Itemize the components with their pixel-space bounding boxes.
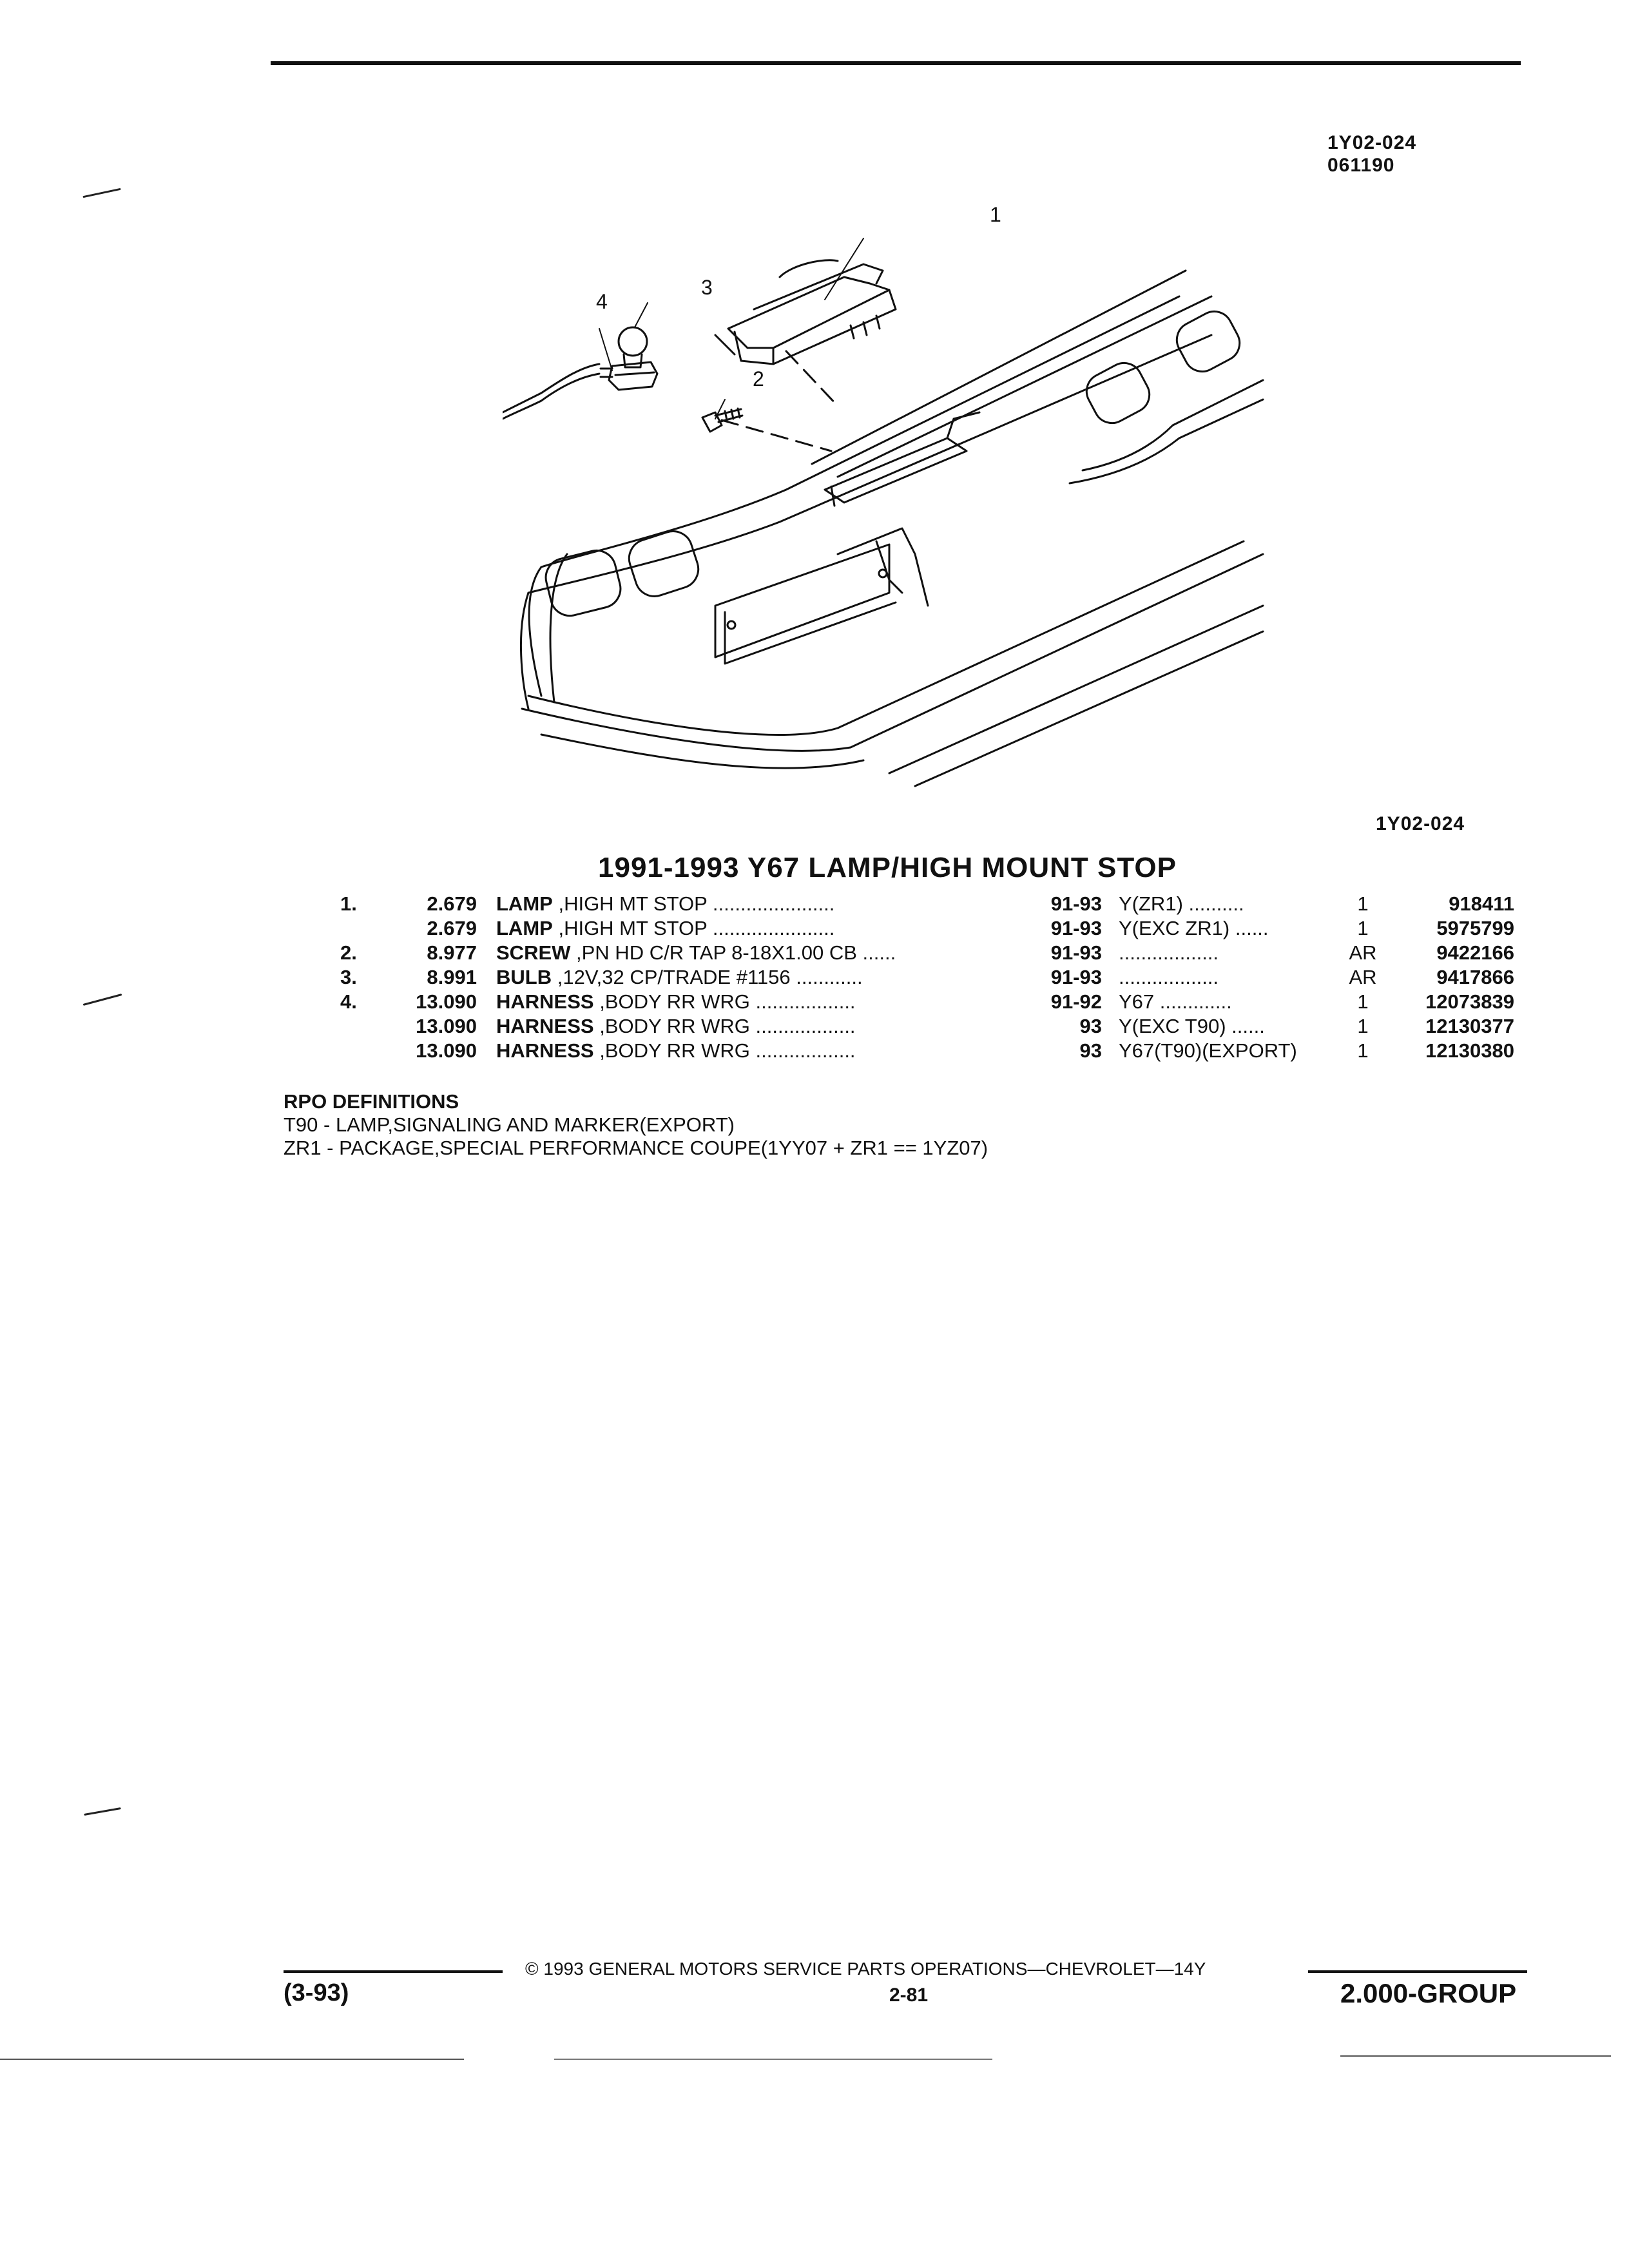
table-row: 4. 13.090 HARNESS ,BODY RR WRG .........… bbox=[0, 990, 1629, 1014]
rpo-definition-line: T90 - LAMP,SIGNALING AND MARKER(EXPORT) bbox=[284, 1113, 735, 1136]
quantity: AR bbox=[1349, 966, 1377, 988]
scan-edge-line bbox=[1340, 2055, 1611, 2057]
model-years: 91-92 bbox=[1050, 990, 1102, 1013]
rpo-usage: .................. bbox=[1119, 941, 1219, 964]
group-number: 13.090 bbox=[416, 1015, 477, 1037]
tail-light-opening bbox=[628, 530, 700, 597]
bulb-and-socket bbox=[503, 326, 659, 420]
part-description: HARNESS ,BODY RR WRG .................. bbox=[496, 1039, 856, 1062]
quantity: 1 bbox=[1357, 1015, 1369, 1037]
item-number: 1. bbox=[340, 892, 357, 915]
part-description: BULB ,12V,32 CP/TRADE #1156 ............ bbox=[496, 966, 863, 988]
table-row: 2.679 LAMP ,HIGH MT STOP ...............… bbox=[0, 916, 1629, 941]
part-number: 5975799 bbox=[1436, 917, 1514, 939]
group-number: 8.991 bbox=[427, 966, 477, 988]
scan-edge-line bbox=[0, 2059, 464, 2060]
model-years: 93 bbox=[1079, 1015, 1102, 1037]
diagram-caption: 1Y02-024 bbox=[1376, 813, 1465, 834]
table-row: 1. 2.679 LAMP ,HIGH MT STOP ............… bbox=[0, 892, 1629, 916]
callout-label: 2 bbox=[753, 367, 764, 390]
item-number: 4. bbox=[340, 990, 357, 1013]
group-number: 13.090 bbox=[416, 990, 477, 1013]
part-description: HARNESS ,BODY RR WRG .................. bbox=[496, 1015, 856, 1037]
rear-fascia-outline bbox=[540, 295, 1181, 568]
item-number: 3. bbox=[340, 966, 357, 988]
part-number: 918411 bbox=[1449, 892, 1514, 915]
illustration-ref-date: 061190 bbox=[1327, 155, 1395, 176]
table-row: 13.090 HARNESS ,BODY RR WRG ............… bbox=[0, 1014, 1629, 1039]
item-number: 2. bbox=[340, 941, 357, 964]
callout-label: 3 bbox=[701, 276, 713, 299]
part-description: SCREW ,PN HD C/R TAP 8-18X1.00 CB ...... bbox=[496, 941, 896, 964]
tail-light-opening bbox=[1085, 361, 1151, 425]
part-number: 9422166 bbox=[1436, 941, 1514, 964]
part-number: 12130377 bbox=[1425, 1015, 1514, 1037]
tail-light-opening bbox=[1175, 310, 1241, 373]
revision-date: (3-93) bbox=[284, 1979, 349, 2006]
callout-label: 1 bbox=[990, 203, 1001, 226]
group-label: 2.000-GROUP bbox=[1340, 1978, 1517, 2008]
table-row: 2. 8.977 SCREW ,PN HD C/R TAP 8-18X1.00 … bbox=[0, 941, 1629, 965]
quantity: 1 bbox=[1357, 990, 1369, 1013]
group-number: 13.090 bbox=[416, 1039, 477, 1062]
tail-light-opening bbox=[545, 549, 622, 617]
rpo-usage: .................. bbox=[1119, 966, 1219, 988]
top-rule bbox=[271, 61, 1521, 65]
rpo-usage: Y(EXC T90) ...... bbox=[1119, 1015, 1265, 1037]
rpo-usage: Y(EXC ZR1) ...... bbox=[1119, 917, 1269, 939]
page-number: 2-81 bbox=[889, 1984, 929, 2006]
assembly-line bbox=[720, 419, 833, 452]
quantity: 1 bbox=[1357, 917, 1369, 939]
model-years: 93 bbox=[1079, 1039, 1102, 1062]
rpo-usage: Y67(T90)(EXPORT) bbox=[1119, 1039, 1297, 1062]
rpo-definitions-heading: RPO DEFINITIONS bbox=[284, 1090, 459, 1113]
binder-mark bbox=[84, 1807, 121, 1816]
part-number: 9417866 bbox=[1436, 966, 1514, 988]
table-row: 3. 8.991 BULB ,12V,32 CP/TRADE #1156 ...… bbox=[0, 965, 1629, 990]
footer-rule-right bbox=[1308, 1970, 1527, 1973]
group-number: 8.977 bbox=[427, 941, 477, 964]
group-number: 2.679 bbox=[427, 917, 477, 939]
license-plate-recess bbox=[714, 543, 891, 658]
binder-mark bbox=[82, 187, 121, 198]
quantity: 1 bbox=[1357, 892, 1369, 915]
rpo-usage: Y67 ............. bbox=[1119, 990, 1232, 1013]
quantity: AR bbox=[1349, 941, 1377, 964]
illustration-ref-code: 1Y02-024 bbox=[1327, 132, 1417, 153]
rpo-definition-line: ZR1 - PACKAGE,SPECIAL PERFORMANCE COUPE(… bbox=[284, 1137, 988, 1159]
part-description: LAMP ,HIGH MT STOP .....................… bbox=[496, 892, 835, 915]
part-number: 12073839 bbox=[1425, 990, 1514, 1013]
model-years: 91-93 bbox=[1050, 917, 1102, 939]
exploded-view-diagram bbox=[503, 238, 1264, 787]
scan-edge-line bbox=[554, 2059, 992, 2060]
part-number: 12130380 bbox=[1425, 1039, 1514, 1062]
model-years: 91-93 bbox=[1050, 966, 1102, 988]
lamp-mounting-slot bbox=[824, 437, 968, 504]
part-description: HARNESS ,BODY RR WRG .................. bbox=[496, 990, 856, 1013]
callout-label: 4 bbox=[596, 290, 608, 313]
group-number: 2.679 bbox=[427, 892, 477, 915]
section-title: 1991-1993 Y67 LAMP/HIGH MOUNT STOP bbox=[598, 852, 1177, 883]
table-row: 13.090 HARNESS ,BODY RR WRG ............… bbox=[0, 1039, 1629, 1063]
quantity: 1 bbox=[1357, 1039, 1369, 1062]
part-description: LAMP ,HIGH MT STOP .....................… bbox=[496, 917, 835, 939]
model-years: 91-93 bbox=[1050, 892, 1102, 915]
assembly-line bbox=[785, 350, 839, 407]
rpo-definitions: RPO DEFINITIONS T90 - LAMP,SIGNALING AND… bbox=[284, 1090, 988, 1160]
copyright-notice: © 1993 GENERAL MOTORS SERVICE PARTS OPER… bbox=[525, 1959, 1206, 1979]
rpo-usage: Y(ZR1) .......... bbox=[1119, 892, 1244, 915]
model-years: 91-93 bbox=[1050, 941, 1102, 964]
high-mount-stop-lamp bbox=[714, 259, 897, 365]
footer-rule-left bbox=[284, 1970, 503, 1973]
